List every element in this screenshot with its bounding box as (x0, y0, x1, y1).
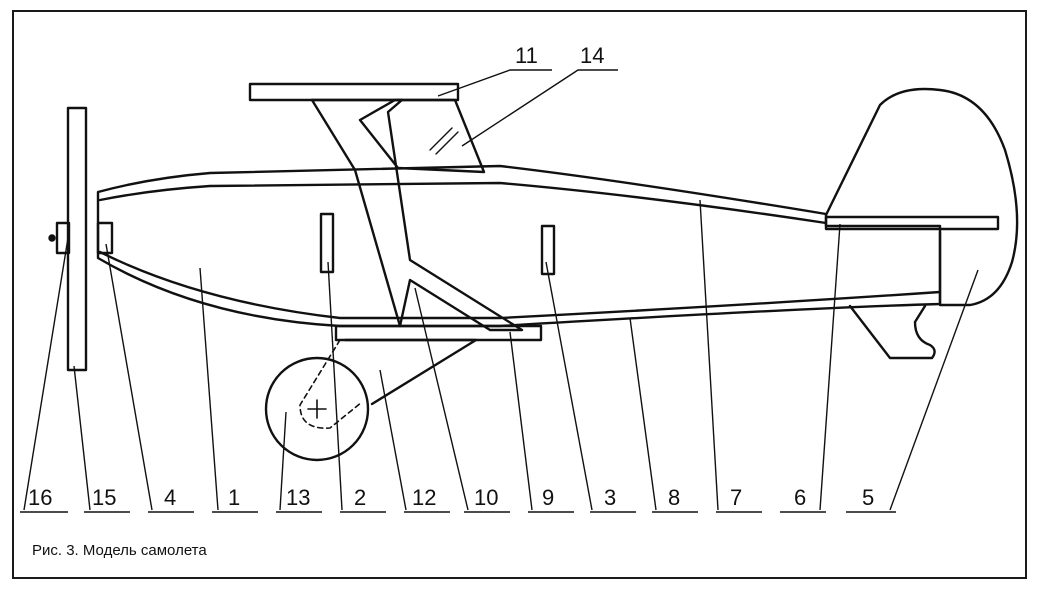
upper-wing (248, 82, 460, 102)
label-10: 10 (474, 485, 498, 510)
leader-9 (509, 331, 533, 511)
leader-4 (105, 243, 153, 511)
label-13: 13 (286, 485, 310, 510)
label-5: 5 (862, 485, 874, 510)
axle-mark (307, 399, 327, 419)
label-16: 16 (28, 485, 52, 510)
fuselage-outline (96, 164, 942, 328)
leader-7 (699, 199, 719, 511)
strut-b (310, 98, 402, 328)
strut-a (310, 98, 524, 332)
propeller-hub-front (55, 221, 71, 255)
leader-2 (327, 261, 343, 511)
fuselage-top-line (98, 181, 828, 225)
label-2: 2 (354, 485, 366, 510)
label-4: 4 (164, 485, 176, 510)
leader-12 (379, 369, 407, 511)
spinner-tip (48, 234, 56, 242)
label-6: 6 (794, 485, 806, 510)
windscreen (358, 98, 486, 174)
leader-1 (199, 267, 219, 511)
label-9: 9 (542, 485, 554, 510)
leader-10 (414, 287, 469, 511)
label-11: 11 (515, 43, 538, 68)
label-7: 7 (730, 485, 742, 510)
slot-rear (540, 224, 556, 276)
windscreen-glare (429, 127, 459, 155)
propeller (66, 106, 88, 372)
leader-8 (629, 317, 657, 511)
fuselage-bottom-line (98, 250, 942, 320)
horizontal-stabilizer (824, 215, 1000, 231)
label-3: 3 (604, 485, 616, 510)
landing-gear-hidden (299, 339, 363, 429)
wheel (264, 356, 370, 462)
leader-16 (23, 237, 69, 511)
leader-13 (279, 411, 287, 511)
label-1: 1 (228, 485, 240, 510)
slot-front (319, 212, 335, 274)
label-15: 15 (92, 485, 116, 510)
landing-gear-strut (343, 338, 478, 406)
leader-5 (889, 269, 979, 511)
tail-skid (848, 304, 936, 360)
leader-11 (437, 69, 552, 97)
tail-fin (824, 87, 1019, 307)
figure-frame (12, 10, 1027, 579)
label-14: 14 (580, 43, 604, 68)
label-8: 8 (668, 485, 680, 510)
leader-3 (545, 261, 593, 511)
leader-6 (819, 223, 841, 511)
leader-15 (73, 365, 91, 511)
figure-caption: Рис. 3. Модель самолета (32, 542, 207, 559)
label-12: 12 (412, 485, 436, 510)
leader-14 (461, 69, 618, 147)
nose-block (96, 221, 114, 255)
